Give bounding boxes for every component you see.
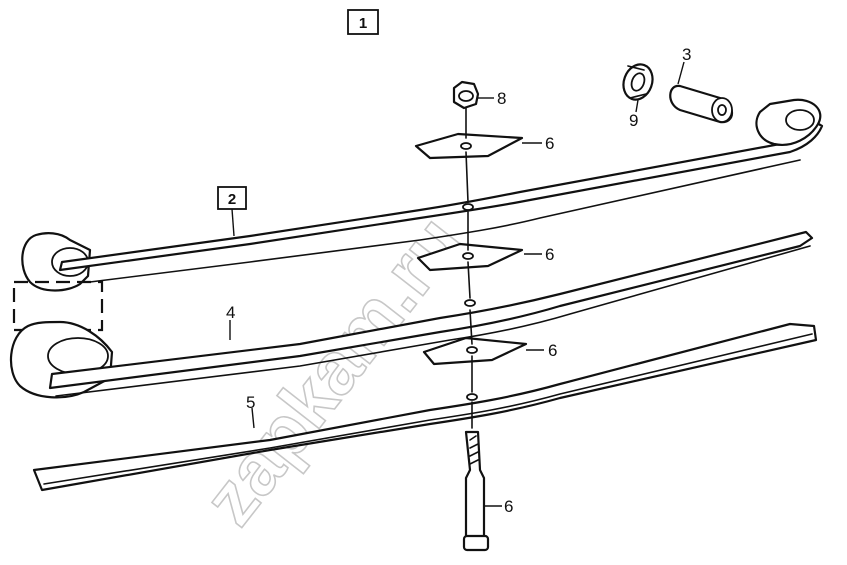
callout-plate-lower: 6 xyxy=(548,341,557,360)
nut-8 xyxy=(452,80,480,110)
callout-bushing: 3 xyxy=(682,45,691,64)
plate-top xyxy=(414,132,524,160)
center-bolt xyxy=(462,430,490,552)
callout-box-2: 2 xyxy=(217,186,247,237)
plate-lower xyxy=(422,336,528,366)
callout-box-2-label: 2 xyxy=(228,191,236,208)
callout-box-1-label: 1 xyxy=(359,15,367,32)
callout-center-bolt: 6 xyxy=(504,497,513,516)
main-leaf-4 xyxy=(9,230,814,399)
leader-lines xyxy=(229,61,685,507)
plate-middle xyxy=(416,242,524,272)
callout-main-leaf: 4 xyxy=(226,303,235,322)
bushing-3 xyxy=(669,84,734,124)
callout-nut: 8 xyxy=(497,89,506,108)
lower-leaf-5 xyxy=(32,322,818,492)
callout-rubber-ring: 9 xyxy=(629,111,638,130)
callout-lower-leaf: 5 xyxy=(246,393,255,412)
callout-box-1: 1 xyxy=(347,9,379,35)
upper-main-leaf xyxy=(21,98,824,292)
callout-plate-top: 6 xyxy=(545,134,554,153)
callout-plate-middle: 6 xyxy=(545,245,554,264)
rubber-ring-9 xyxy=(622,63,654,101)
assembly-axis xyxy=(465,107,473,429)
